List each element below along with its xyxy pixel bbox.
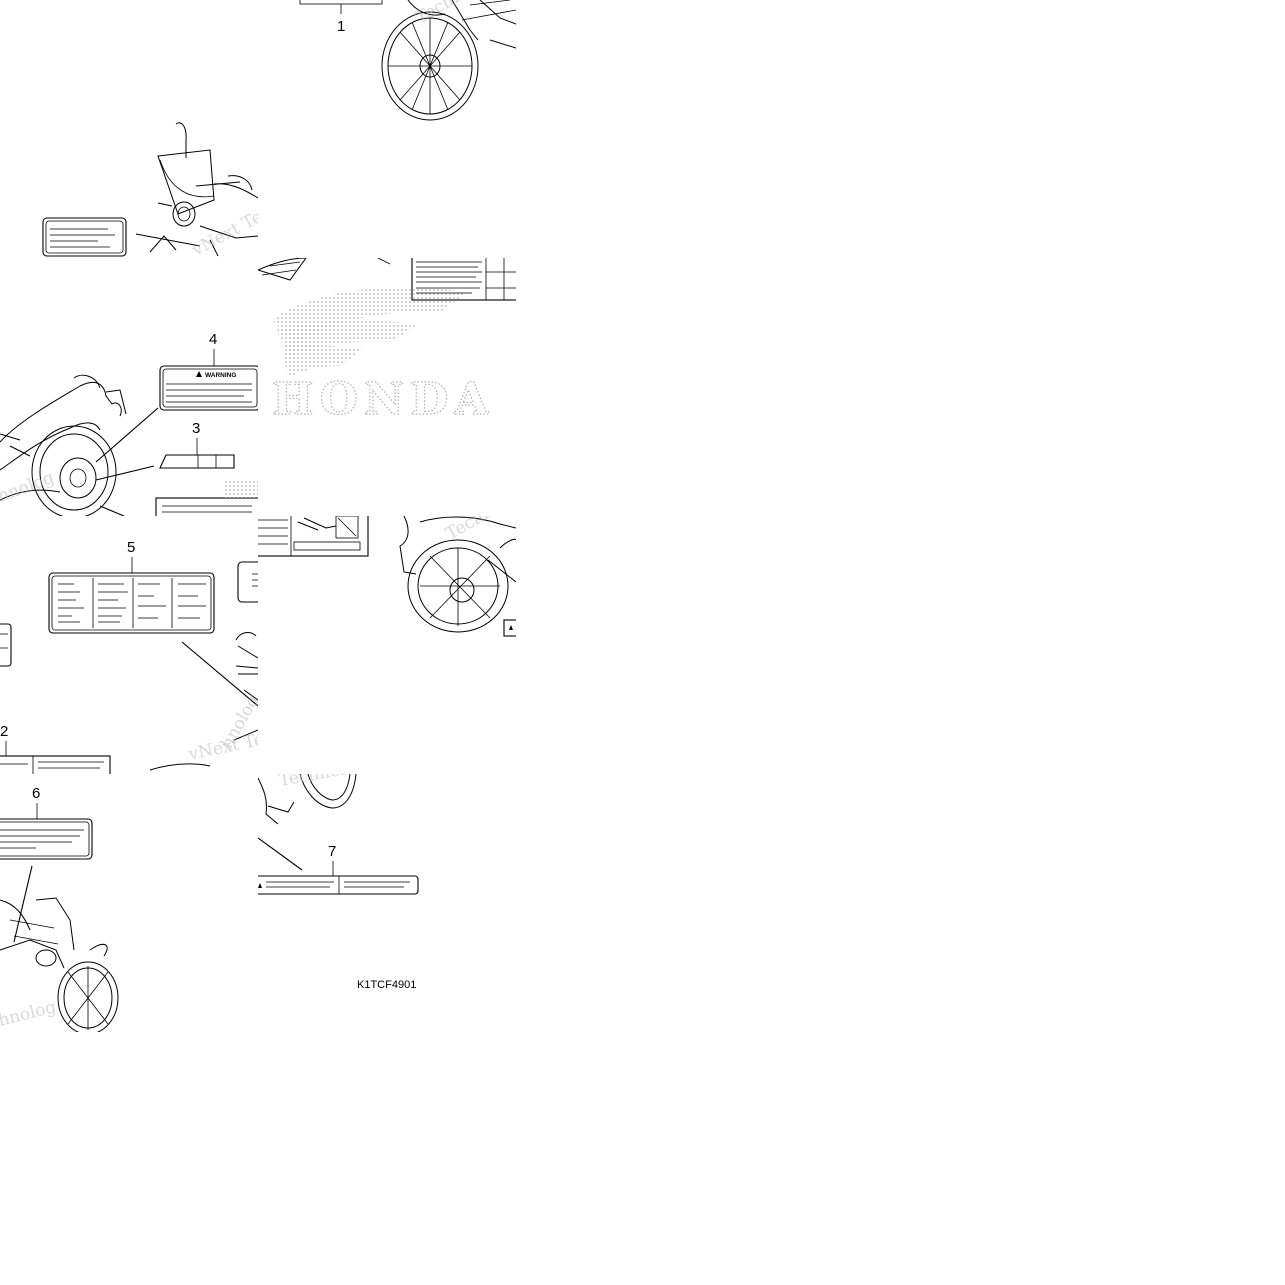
tile-rear-view: 4 WARNING 3 bbox=[0, 331, 258, 516]
label-edge-preview bbox=[155, 480, 258, 516]
small-label-3 bbox=[159, 454, 235, 469]
honda-wing-logo: HONDA bbox=[271, 287, 494, 426]
spec-table-label bbox=[411, 258, 516, 301]
spec-label-5 bbox=[48, 572, 215, 634]
callout-1: 1 bbox=[337, 18, 345, 35]
tile-cockpit-view: vNext Tec bbox=[42, 122, 274, 260]
callout-5: 5 bbox=[127, 539, 135, 556]
tile-front-top-view: 6 hnolog bbox=[0, 785, 119, 1032]
rear-wheel-partial bbox=[258, 774, 357, 825]
front-wheel bbox=[381, 11, 479, 121]
handlebar-mirror bbox=[149, 632, 258, 771]
strip-label-7 bbox=[258, 875, 419, 895]
rear-seat-and-wheel bbox=[0, 374, 127, 516]
watermark-text: hnolog bbox=[0, 468, 57, 507]
callout-3: 3 bbox=[192, 420, 200, 437]
callout-7: 7 bbox=[328, 843, 336, 860]
callout-2: 2 bbox=[0, 723, 8, 740]
watermark-text: hnolog bbox=[0, 997, 58, 1031]
watermark-text: vNext Tec bbox=[188, 202, 274, 260]
tools-label bbox=[258, 516, 369, 557]
tile-top-view: 5 2 vNext Tec hnol bbox=[0, 539, 258, 774]
warning-label: WARNING bbox=[159, 365, 258, 411]
diagram-code: K1TCF4901 bbox=[357, 979, 416, 991]
tile-side-view: Technolo bbox=[258, 488, 520, 637]
tile-underside-view: 7 K1TCF4901 Technolo bbox=[258, 758, 419, 991]
spec-label-6 bbox=[0, 818, 93, 860]
spec-label-2 bbox=[0, 755, 111, 774]
windscreen-and-mirror bbox=[149, 122, 258, 257]
warning-heading: WARNING bbox=[205, 372, 236, 379]
tile-front-view: 1 Technolo bbox=[299, 0, 516, 121]
tile-brand-watermark: HONDA bbox=[258, 258, 516, 426]
rear-wheel-side bbox=[399, 516, 516, 633]
callout-4: 4 bbox=[209, 331, 217, 348]
watermark-text: Technolo bbox=[443, 488, 520, 544]
watermark-text: Technolo bbox=[277, 758, 357, 791]
callout-6: 6 bbox=[32, 785, 40, 802]
brand-name: HONDA bbox=[272, 374, 494, 425]
front-fork-and-wheel bbox=[0, 897, 119, 1032]
